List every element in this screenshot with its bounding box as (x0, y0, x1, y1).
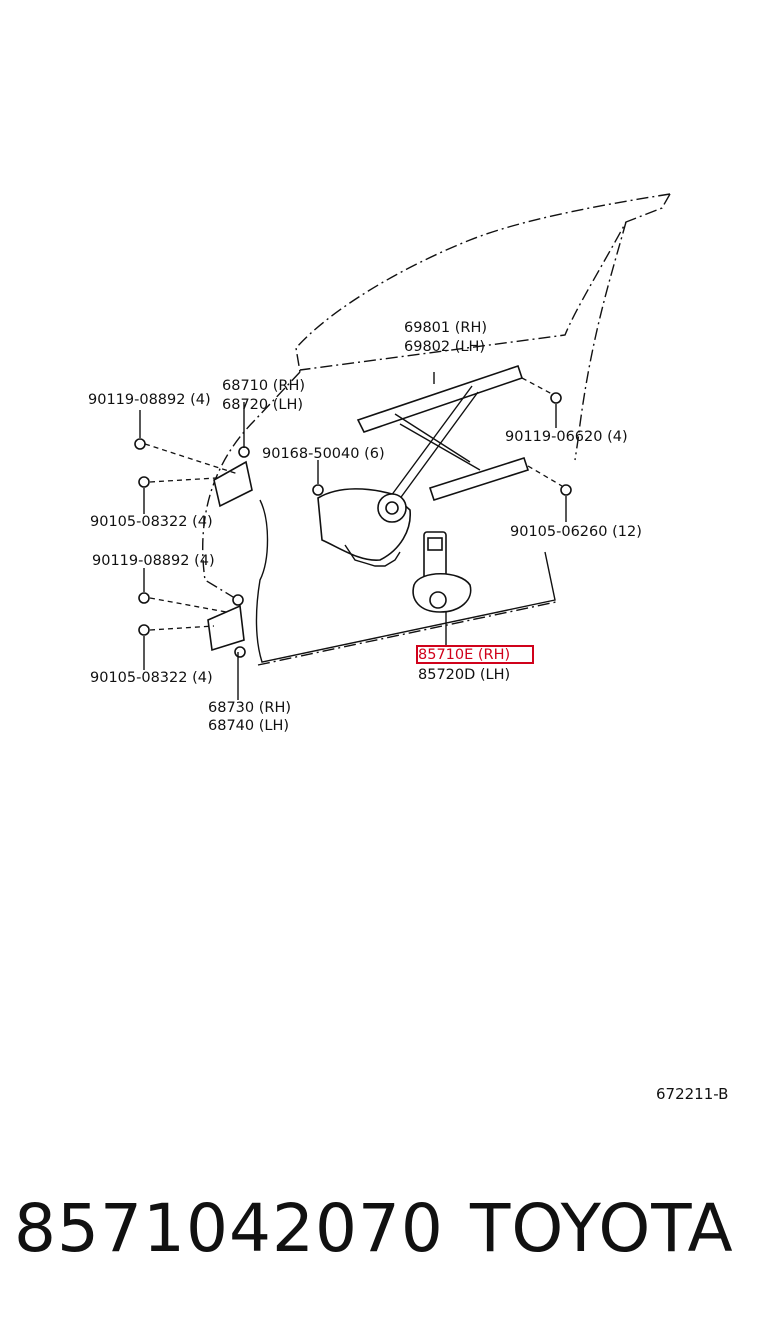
label-69801: 69801 (RH) (404, 320, 487, 336)
label-90105-06260: 90105-06260 (12) (510, 524, 642, 540)
regulator-gear (317, 488, 411, 567)
door-outline (202, 193, 671, 666)
label-90105-08322-upper: 90105-08322 (4) (90, 514, 213, 530)
label-68720: 68720 (LH) (222, 397, 303, 413)
motor-85710E (412, 531, 472, 646)
part-number: 8571042070 (14, 1190, 444, 1267)
label-68730: 68730 (RH) (208, 700, 291, 716)
label-68710: 68710 (RH) (222, 378, 305, 394)
hinge-upper (213, 402, 253, 508)
part-labels: 69801 (RH) 69802 (LH) 68710 (RH) 68720 (… (88, 320, 642, 734)
diagram-code: 672211-B (656, 1085, 729, 1103)
label-69802: 69802 (LH) (404, 339, 485, 355)
label-90105-08322-lower: 90105-08322 (4) (90, 670, 213, 686)
leader-lines (139, 404, 567, 670)
label-90168-50040: 90168-50040 (6) (262, 446, 385, 462)
label-90119-08892-upper: 90119-08892 (4) (88, 392, 211, 408)
brand-name: TOYOTA (470, 1190, 734, 1267)
label-90119-08892-lower: 90119-08892 (4) (92, 553, 215, 569)
label-68740: 68740 (LH) (208, 718, 289, 734)
regulator-rails (356, 364, 530, 505)
label-85710E: 85710E (RH) (418, 647, 510, 663)
fasteners (134, 377, 572, 636)
highlight-box (416, 645, 534, 664)
label-90119-06620: 90119-06620 (4) (505, 429, 628, 445)
hinge-lower (207, 594, 246, 700)
label-85720D: 85720D (LH) (418, 667, 510, 683)
